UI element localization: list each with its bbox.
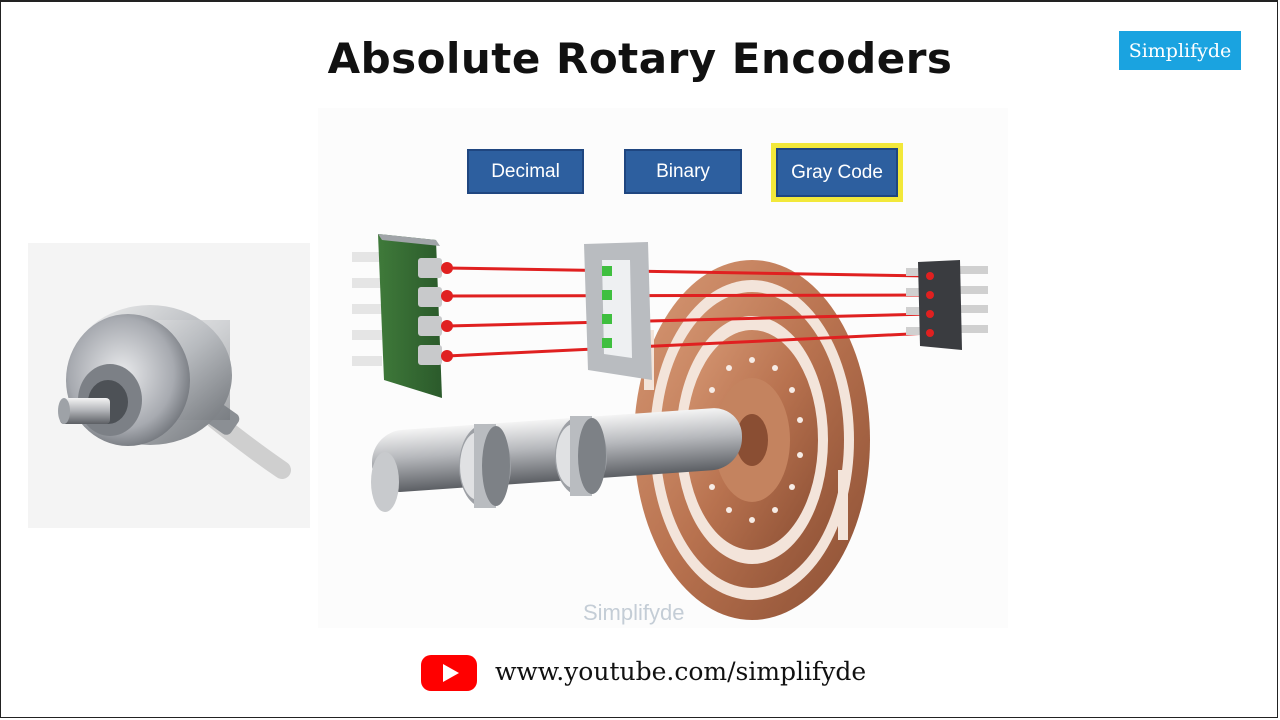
laser-beams <box>446 266 931 358</box>
bearing-left <box>459 424 511 508</box>
simplifyde-logo: Simplifyde <box>1119 31 1241 70</box>
led-emitter-board <box>352 234 453 398</box>
slide-title: Absolute Rotary Encoders <box>327 34 953 83</box>
youtube-url: www.youtube.com/simplifyde <box>495 657 867 686</box>
watermark: Simplifyde <box>583 600 685 625</box>
binary-button[interactable]: Binary <box>624 149 742 194</box>
bearing-right <box>555 416 607 496</box>
youtube-icon <box>421 655 477 691</box>
gray-code-disc <box>634 260 870 620</box>
decimal-button[interactable]: Decimal <box>467 149 584 194</box>
slit-mask-plate <box>584 242 652 380</box>
gray-code-button[interactable]: Gray Code <box>771 143 903 202</box>
photo-receiver <box>906 260 988 350</box>
